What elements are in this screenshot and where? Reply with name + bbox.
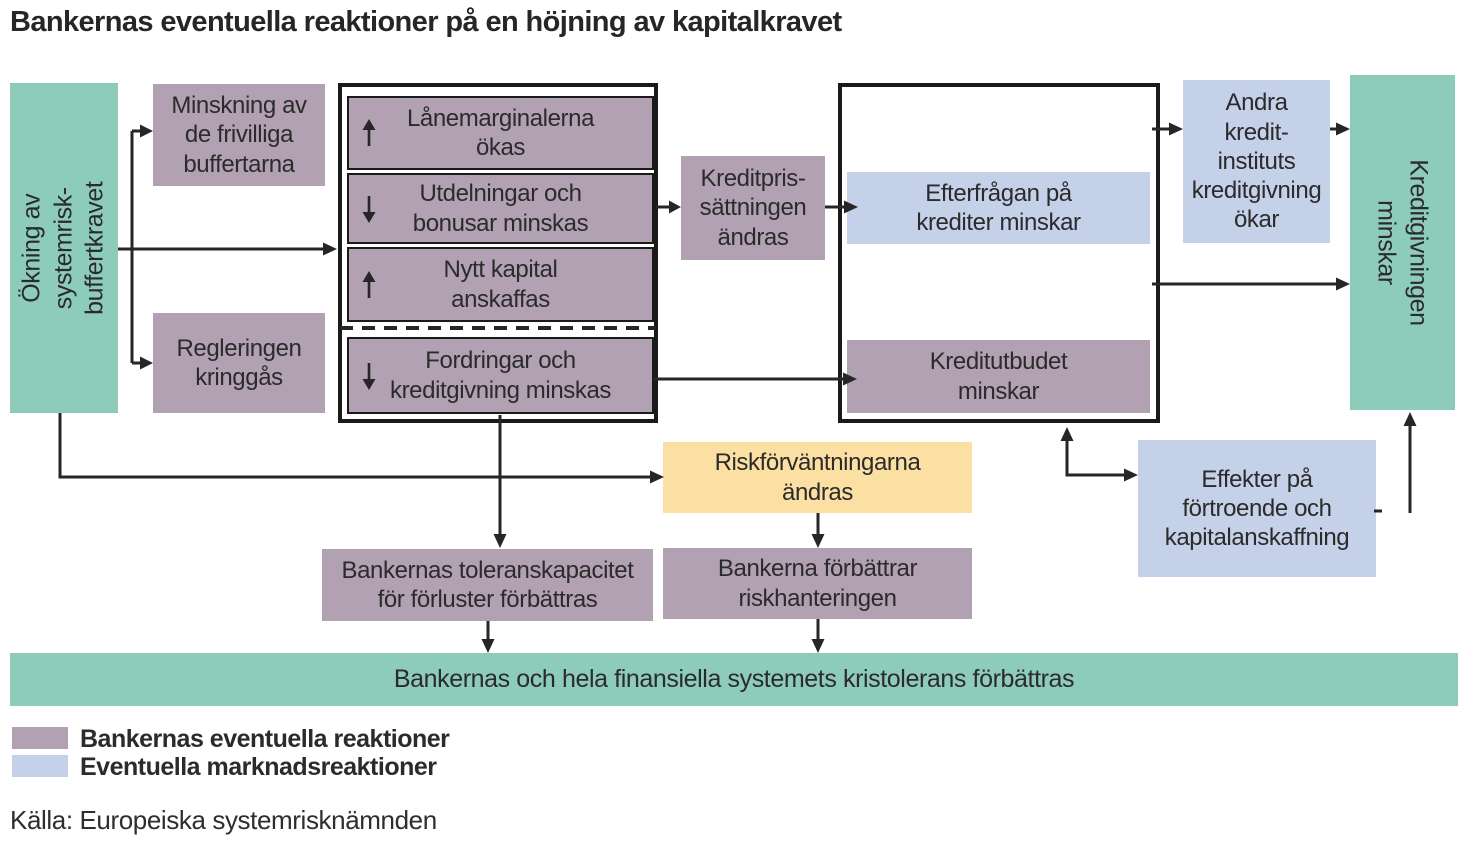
connector-bank-reactions-to-kreditpris [656, 200, 681, 214]
connector-toleranskapacitet-to-bar [481, 621, 495, 653]
page-title: Bankernas eventuella reaktioner på en hö… [10, 6, 842, 38]
connector-okning-to-minskning [132, 124, 153, 138]
node-utdelningar-label: Utdelningar och bonusar minskas [412, 180, 589, 237]
connector-bank-reactions-to-toleranskapacitet [493, 415, 507, 548]
connector-effekter-to-kreditgivningen [1403, 412, 1417, 513]
connector-fordringar-to-kreditutbudet [654, 372, 857, 386]
legend-label-bank-reactions: Bankernas eventuella reaktioner [80, 725, 450, 753]
decrease-arrow-icon [362, 362, 376, 390]
node-riskforvantningarna: Riskförväntningarna ändras [663, 442, 972, 513]
source-note: Källa: Europeiska systemrisknämnden [10, 805, 437, 835]
node-kreditutbudet: Kreditutbudet minskar [847, 340, 1150, 413]
connector-riskforvantningarna-to-bankerna-forbattrar [811, 513, 825, 548]
legend-swatch-market-reactions [12, 755, 68, 777]
connector-okning-to-bank-reactions [118, 242, 337, 256]
node-kreditgivningen-minskar: Kreditgivningen minskar [1350, 75, 1455, 410]
connector-bankerna-forbattrar-to-bar [811, 619, 825, 653]
decrease-arrow-icon [362, 195, 376, 223]
connector-kreditutbudet-effekter [1060, 427, 1138, 482]
node-kristolerans-bar: Bankernas och hela finansiella systemets… [10, 653, 1458, 706]
connector-okning-to-regleringen [132, 356, 153, 370]
node-okning-buffertkrav: Ökning av systemrisk- buffertkravet [10, 83, 118, 413]
node-kreditgivningen-minskar-label: Kreditgivningen minskar [1373, 159, 1434, 326]
node-toleranskapacitet: Bankernas toleranskapacitet för förluste… [322, 549, 653, 621]
node-lanemarginalerna-label: Lånemarginalerna ökas [406, 104, 595, 161]
node-nytt-kapital: Nytt kapital anskaffas [347, 247, 654, 322]
legend-swatch-bank-reactions [12, 727, 68, 749]
node-efterfragan: Efterfrågan på krediter minskar [847, 172, 1150, 244]
group-bank-reactions: Lånemarginalerna ökas Utdelningar och bo… [338, 83, 658, 423]
node-fordringar-label: Fordringar och kreditgivning minskas [389, 347, 612, 404]
group-market-reactions: Efterfrågan på krediter minskar Kreditut… [838, 83, 1160, 423]
node-nytt-kapital-label: Nytt kapital anskaffas [443, 256, 558, 313]
connector-andra-to-kreditgivningen [1330, 122, 1350, 136]
increase-arrow-icon [362, 119, 376, 146]
node-minskning-buffertar: Minskning av de frivilliga buffertarna [153, 84, 325, 186]
legend-label-market-reactions: Eventuella marknadsreaktioner [80, 753, 437, 781]
connector-market-to-kreditgivningen [1152, 277, 1350, 291]
node-kreditpris: Kreditpris- sättningen ändras [681, 156, 825, 260]
connector-okning-to-riskforvantningarna [58, 413, 664, 484]
node-lanemarginalerna: Lånemarginalerna ökas [347, 96, 654, 170]
node-andra-kreditinstitut: Andra kredit- instituts kreditgivning ök… [1183, 80, 1330, 243]
node-effekter: Effekter på förtroende och kapitalanskaf… [1138, 440, 1376, 577]
node-okning-buffertkrav-label: Ökning av systemrisk- buffertkravet [17, 181, 109, 315]
node-bankerna-forbattrar: Bankerna förbättrar riskhanteringen [663, 548, 972, 619]
node-regleringen-kringgas: Regleringen kringgås [153, 313, 325, 413]
node-fordringar: Fordringar och kreditgivning minskas [347, 337, 654, 414]
node-utdelningar: Utdelningar och bonusar minskas [347, 173, 654, 244]
increase-arrow-icon [362, 270, 376, 298]
